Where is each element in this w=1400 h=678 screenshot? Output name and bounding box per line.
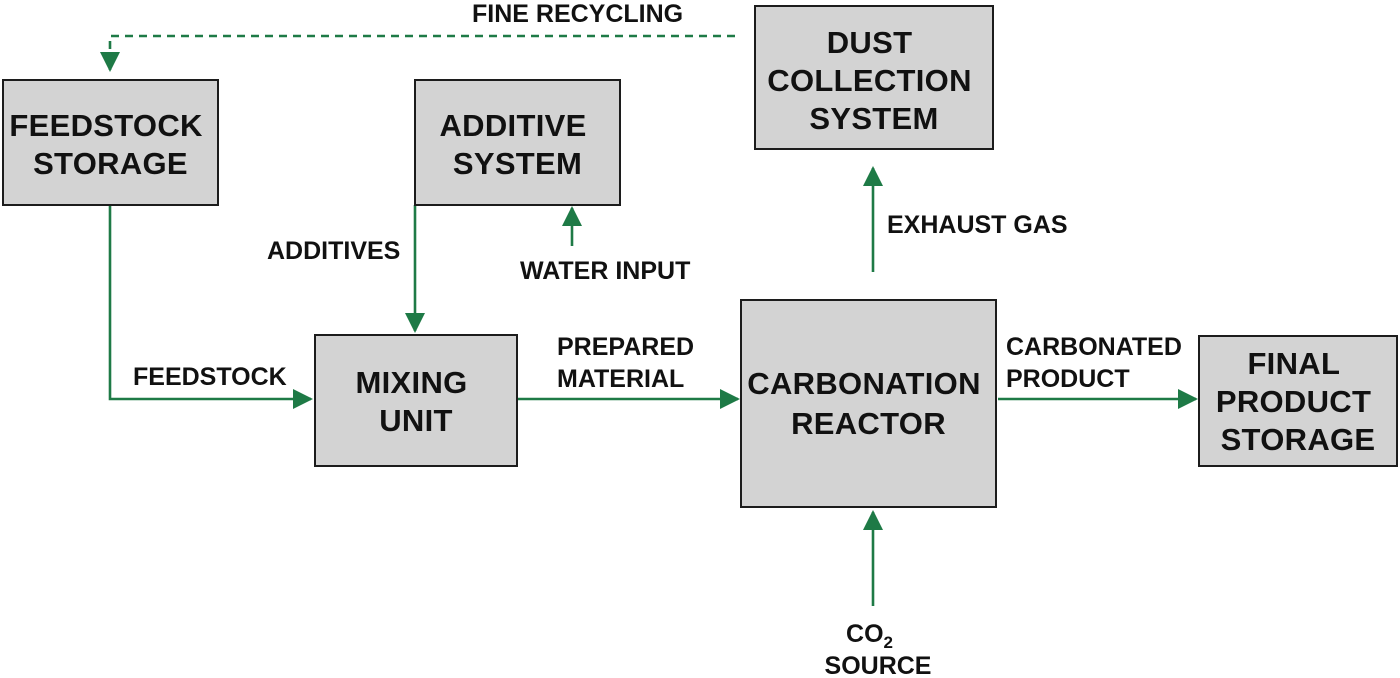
co2-source-label: CO2 SOURCE xyxy=(825,620,932,678)
additive-system-line2: SYSTEM xyxy=(453,146,582,181)
feedstock-storage-line1: FEEDSTOCK xyxy=(9,108,203,143)
feedstock-storage-line2: STORAGE xyxy=(33,146,188,181)
additive-system-box: ADDITIVE SYSTEM xyxy=(414,79,621,206)
carbonation-reactor-line1: CARBONATION xyxy=(747,366,980,401)
mixing-unit-line1: MIXING xyxy=(356,365,468,400)
svg-text:CARBONATION REACTOR: CARBONATION REACTOR xyxy=(747,366,989,441)
dust-collection-line1: DUST xyxy=(827,25,913,60)
water-input-label: WATER INPUT xyxy=(520,257,690,285)
prepared-material-label: PREPARED MATERIAL xyxy=(557,333,701,393)
carbonation-reactor-box: CARBONATION REACTOR xyxy=(740,299,997,508)
svg-text:ADDITIVE SYSTEM: ADDITIVE SYSTEM xyxy=(440,108,596,181)
carbonated-product-label: CARBONATED PRODUCT xyxy=(1006,333,1189,393)
mixing-unit-box: MIXING UNIT xyxy=(314,334,518,467)
prepared-material-line2: MATERIAL xyxy=(557,365,684,393)
carbonation-reactor-line2: REACTOR xyxy=(791,406,946,441)
final-product-storage-box: FINAL PRODUCT STORAGE xyxy=(1198,335,1398,467)
svg-text:DUST COLLECTION SY: DUST COLLECTION SYSTEM xyxy=(767,25,980,136)
exhaust-gas-label: EXHAUST GAS xyxy=(887,211,1068,239)
feedstock-label: FEEDSTOCK xyxy=(133,363,287,391)
additives-label: ADDITIVES xyxy=(267,237,400,265)
dust-collection-line2: COLLECTION xyxy=(767,63,972,98)
co2-formula-main: CO xyxy=(846,620,884,648)
dust-collection-system-box: DUST COLLECTION SYSTEM xyxy=(754,5,994,150)
final-product-storage-line2: PRODUCT xyxy=(1216,384,1371,419)
mixing-unit-line2: UNIT xyxy=(379,403,453,438)
carbonated-product-line1: CARBONATED xyxy=(1006,333,1182,361)
carbonated-product-line2: PRODUCT xyxy=(1006,365,1130,393)
co2-formula-subscript: 2 xyxy=(884,633,893,652)
svg-text:FINAL PRODUCT STOR: FINAL PRODUCT STORAGE xyxy=(1216,346,1380,457)
dust-collection-line3: SYSTEM xyxy=(809,101,938,136)
final-product-storage-line3: STORAGE xyxy=(1221,422,1376,457)
feedstock-storage-box: FEEDSTOCK STORAGE xyxy=(2,79,219,206)
fine-recycling-arrow xyxy=(100,34,735,72)
svg-text:FEEDSTOCK STORAGE: FEEDSTOCK STORAGE xyxy=(9,108,211,181)
fine-recycling-label: FINE RECYCLING xyxy=(472,0,683,28)
co2-source-line2: SOURCE xyxy=(825,652,932,678)
prepared-material-line1: PREPARED xyxy=(557,333,694,361)
feedstock-arrow xyxy=(108,205,313,409)
additive-system-line1: ADDITIVE xyxy=(440,108,587,143)
svg-text:MIXING UNIT: MIXING UNIT xyxy=(356,365,477,438)
final-product-storage-line1: FINAL xyxy=(1247,346,1339,381)
